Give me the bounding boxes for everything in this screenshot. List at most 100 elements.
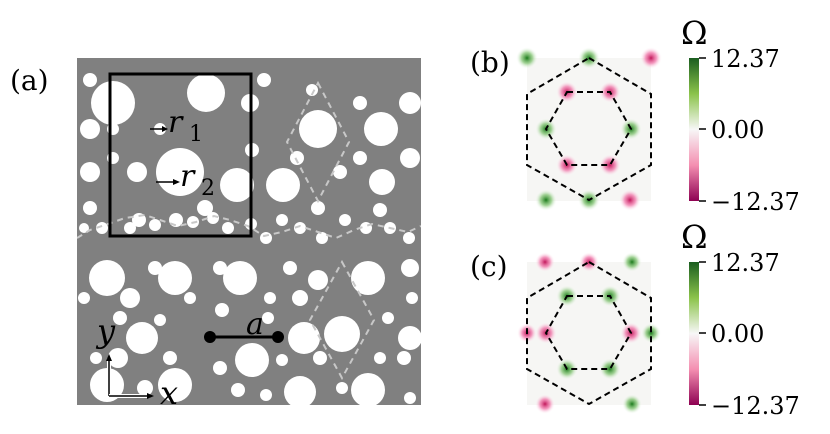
air-hole bbox=[353, 151, 367, 165]
air-hole bbox=[283, 261, 297, 275]
air-hole bbox=[124, 222, 136, 234]
air-hole bbox=[80, 119, 100, 139]
air-hole bbox=[220, 168, 254, 202]
air-hole bbox=[311, 201, 325, 215]
lattice-point-left bbox=[204, 331, 216, 343]
air-hole bbox=[324, 316, 360, 352]
negative-curvature-peak bbox=[535, 394, 555, 414]
x-axis-label: x bbox=[160, 374, 178, 412]
positive-curvature-peak bbox=[599, 358, 621, 380]
air-hole bbox=[276, 214, 288, 226]
air-hole bbox=[373, 203, 387, 217]
air-hole bbox=[158, 261, 192, 295]
colorbar-c-tick-zero: 0.00 bbox=[711, 320, 764, 348]
air-hole bbox=[148, 261, 162, 275]
unit-cell-rhombus-top bbox=[285, 80, 351, 204]
air-hole bbox=[400, 148, 420, 168]
photonic-crystal-slab bbox=[77, 58, 421, 405]
air-hole bbox=[260, 232, 272, 244]
air-hole bbox=[306, 84, 318, 96]
air-hole bbox=[79, 223, 89, 233]
negative-curvature-peak bbox=[535, 252, 555, 272]
air-hole bbox=[397, 351, 411, 365]
air-hole bbox=[149, 219, 161, 231]
domain-wall-dashed-line bbox=[77, 213, 421, 240]
r2-arrowhead bbox=[173, 179, 180, 185]
air-hole bbox=[207, 212, 219, 224]
panel-b-label: (b) bbox=[470, 46, 510, 79]
air-hole bbox=[401, 259, 419, 277]
air-hole bbox=[292, 290, 308, 306]
lattice-constant-label: a bbox=[246, 307, 264, 342]
air-hole bbox=[351, 373, 385, 405]
air-hole bbox=[260, 389, 272, 401]
air-hole bbox=[399, 92, 421, 114]
air-hole bbox=[83, 201, 97, 215]
positive-curvature-peak bbox=[622, 394, 642, 414]
colorbar-c-title: Ω bbox=[681, 218, 708, 256]
positive-curvature-peak bbox=[622, 252, 642, 272]
r2-subscript: 2 bbox=[201, 176, 215, 201]
colorbar-b-title: Ω bbox=[681, 14, 708, 52]
y-axis-label: y bbox=[95, 312, 116, 350]
air-hole bbox=[213, 361, 227, 375]
negative-curvature-peak bbox=[640, 47, 662, 69]
supercell-frame bbox=[108, 72, 253, 238]
r2-label: r bbox=[180, 159, 196, 194]
brillouin-zone-inner-b bbox=[544, 91, 633, 166]
air-hole bbox=[120, 288, 140, 308]
air-hole bbox=[308, 270, 328, 290]
y-axis-arrowhead bbox=[106, 354, 112, 361]
air-hole bbox=[284, 376, 316, 405]
negative-curvature-peak bbox=[619, 189, 641, 211]
air-hole bbox=[132, 213, 146, 227]
air-hole bbox=[78, 292, 90, 304]
positive-curvature-peak bbox=[535, 189, 557, 211]
air-hole bbox=[158, 368, 192, 402]
air-hole bbox=[231, 383, 245, 397]
air-hole bbox=[290, 151, 304, 165]
air-hole bbox=[89, 260, 125, 296]
air-hole bbox=[364, 112, 398, 146]
air-hole bbox=[313, 351, 327, 365]
panel-c-label: (c) bbox=[470, 250, 508, 283]
colorbar-c-tick-min: −12.37 bbox=[711, 392, 800, 420]
air-hole bbox=[264, 292, 276, 304]
colorbar-b-tick-zero: 0.00 bbox=[711, 116, 764, 144]
air-hole bbox=[333, 165, 347, 179]
air-hole bbox=[83, 73, 97, 87]
air-hole bbox=[137, 380, 153, 396]
berry-curvature-map-c bbox=[517, 252, 661, 414]
air-hole bbox=[127, 162, 147, 182]
air-hole bbox=[276, 354, 288, 366]
positive-curvature-peak bbox=[641, 323, 661, 343]
r1-arrowhead bbox=[162, 126, 168, 132]
air-hole bbox=[222, 222, 234, 234]
air-hole bbox=[91, 81, 135, 125]
colorbar-b-tick-max: 12.37 bbox=[711, 45, 780, 73]
colorbar-b: Ω 12.37 0.00 −12.37 bbox=[681, 14, 800, 216]
brillouin-zone-outer-c bbox=[526, 260, 652, 406]
panel-a-label: (a) bbox=[10, 64, 49, 97]
colorbar-c-tick-max: 12.37 bbox=[711, 249, 780, 277]
brillouin-zone-inner-c bbox=[544, 295, 633, 370]
air-hole bbox=[382, 312, 394, 324]
positive-curvature-peak bbox=[516, 47, 538, 69]
air-hole bbox=[374, 352, 386, 364]
air-hole bbox=[156, 148, 204, 196]
air-hole bbox=[96, 222, 108, 234]
air-hole bbox=[351, 261, 385, 295]
air-hole bbox=[187, 74, 225, 112]
air-hole bbox=[403, 232, 415, 244]
air-hole bbox=[266, 168, 300, 202]
air-hole bbox=[316, 232, 328, 244]
brillouin-zone-outer-b bbox=[526, 56, 652, 202]
air-hole bbox=[404, 392, 416, 404]
r1-label: r bbox=[168, 105, 184, 140]
air-hole bbox=[163, 351, 177, 365]
air-hole bbox=[223, 261, 257, 295]
air-hole bbox=[215, 303, 229, 317]
berry-curvature-map-b bbox=[516, 47, 662, 211]
air-hole bbox=[126, 322, 158, 354]
